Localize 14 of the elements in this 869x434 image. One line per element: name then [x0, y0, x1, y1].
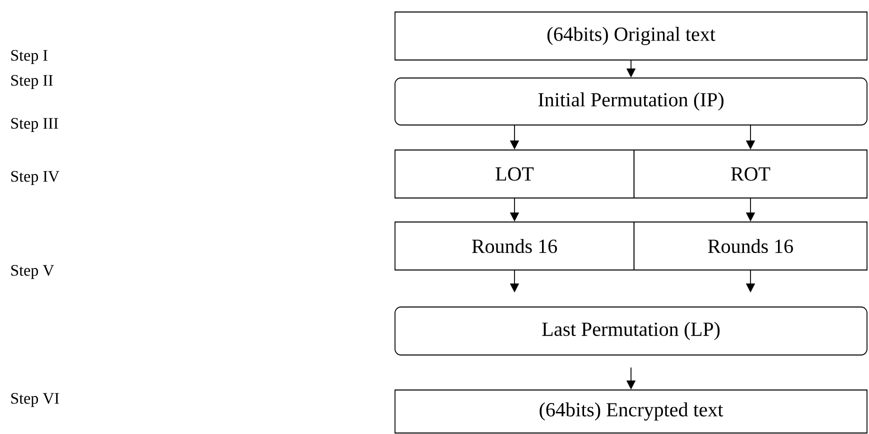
step-label: Step VI	[11, 393, 59, 407]
half-box: Rounds 16	[634, 222, 868, 270]
half-box: ROT	[634, 150, 868, 198]
half-box: Rounds 16	[394, 222, 634, 270]
step-label: Step I	[11, 50, 48, 64]
step-label: Step II	[11, 75, 53, 89]
process-box: Last Permutation (LP)	[394, 306, 868, 356]
step-label: Step IV	[11, 171, 60, 185]
text-box: (64bits) Original text	[394, 12, 868, 60]
process-box: Initial Permutation (IP)	[394, 78, 868, 126]
step-label: Step III	[11, 118, 58, 132]
text-box: (64bits) Encrypted text	[394, 390, 868, 434]
step-label: Step V	[11, 265, 54, 279]
half-box: LOT	[394, 150, 634, 198]
